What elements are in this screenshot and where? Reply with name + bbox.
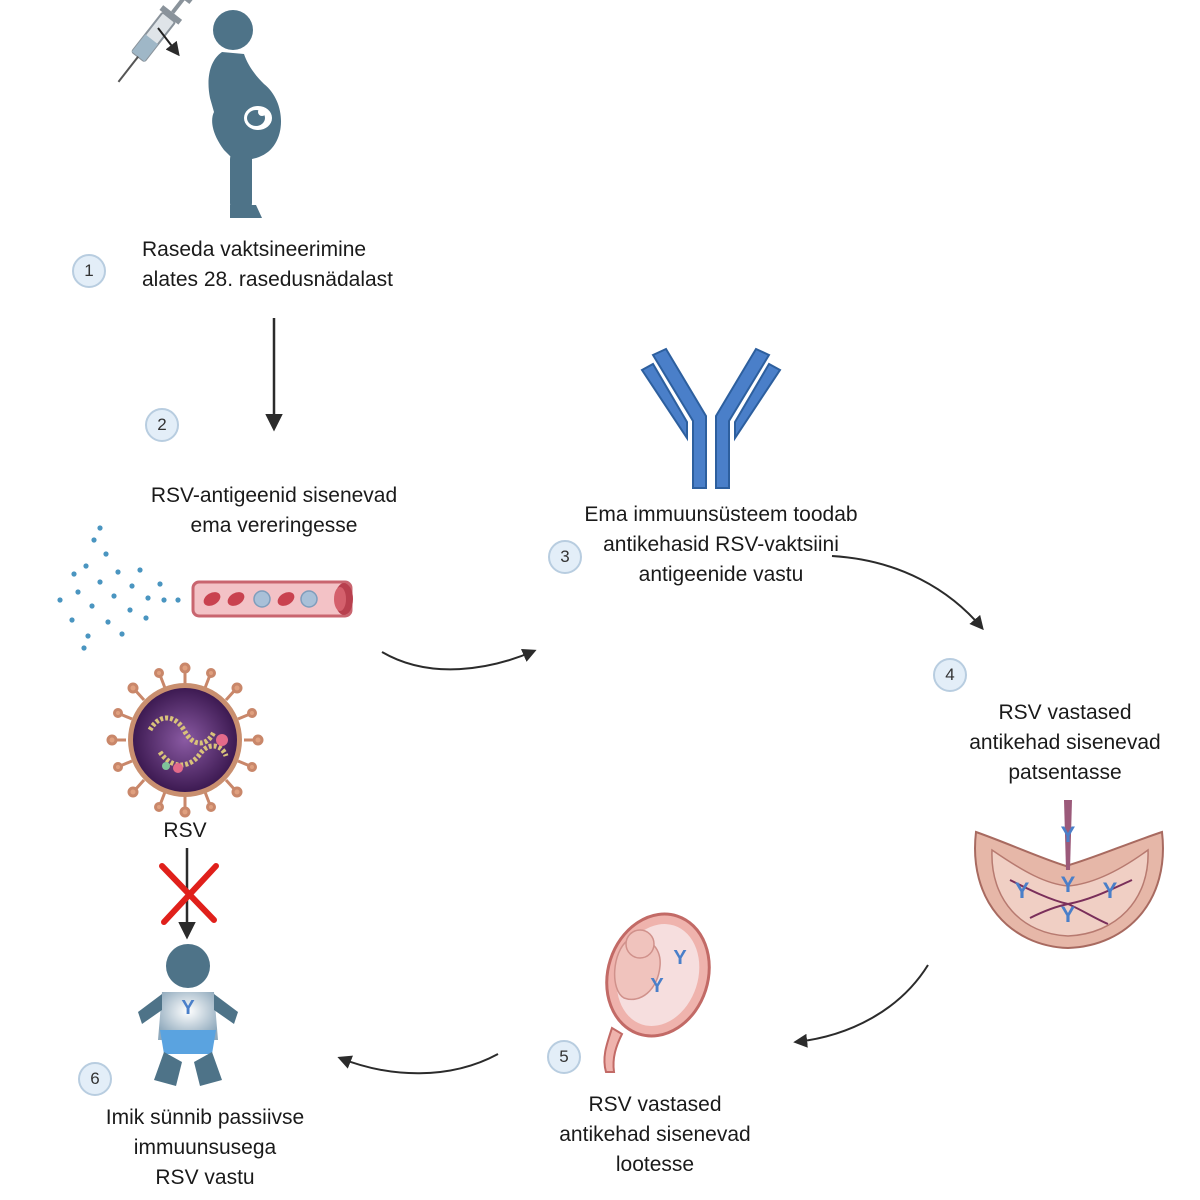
step-1-line-2: alates 28. rasedusnädalast [142, 268, 394, 291]
blood-vessel-icon [191, 580, 353, 618]
step-5-label: RSV vastased antikehad sisenevad lootess… [540, 1090, 770, 1180]
arrow-step2-to-step3 [381, 649, 537, 671]
step-1-line-1: Raseda vaktsineerimine [142, 238, 367, 261]
step-2-marker: 2 [145, 408, 179, 442]
step-4-label: RSV vastased antikehad sisenevad patsent… [950, 698, 1180, 788]
step-4-line-2: antikehad sisenevad [969, 731, 1161, 754]
uterus-fetus-icon: Y Y [603, 912, 711, 1073]
step-6-line-1: Imik sünnib passiivse [105, 1106, 305, 1129]
virus-label: RSV [163, 819, 207, 842]
step-2-label: RSV-antigeenid sisenevad ema vereringess… [128, 481, 420, 541]
step-5-line-2: antikehad sisenevad [559, 1123, 751, 1146]
step-5-marker: 5 [547, 1040, 581, 1074]
svg-text:Y: Y [181, 997, 195, 1019]
antibody-icon [640, 347, 782, 489]
step-5-line-3: lootesse [615, 1153, 695, 1176]
syringe-icon [117, 0, 193, 83]
arrow-step5-to-step6 [337, 1053, 499, 1075]
step-6-line-2: immuunsusega [133, 1136, 277, 1159]
step-6-label: Imik sünnib passiivse immuunsusega RSV v… [75, 1103, 335, 1193]
svg-text:Y: Y [1061, 902, 1076, 927]
arrow-step3-to-step4 [831, 555, 984, 631]
arrow-step4-to-step5 [793, 964, 929, 1048]
rsv-virus-icon [106, 662, 264, 818]
step-3-line-3: antigeenide vastu [638, 563, 804, 586]
svg-text:Y: Y [673, 947, 687, 969]
step-4-line-3: patsentasse [1008, 761, 1122, 784]
step-6-line-3: RSV vastu [155, 1166, 255, 1189]
pregnant-woman-icon [208, 10, 282, 218]
svg-text:Y: Y [1015, 878, 1030, 903]
step-1-label: Raseda vaktsineerimine alates 28. rasedu… [142, 235, 393, 295]
step-6-marker: 6 [78, 1062, 112, 1096]
step-4-marker: 4 [933, 658, 967, 692]
step-4-line-1: RSV vastased [998, 701, 1132, 724]
infant-icon: Y [138, 944, 238, 1086]
placenta-icon: Y Y Y Y Y [974, 800, 1164, 950]
step-3-line-2: antikehasid RSV-vaktsiini [603, 533, 839, 556]
step-3-marker: 3 [548, 540, 582, 574]
svg-text:Y: Y [1061, 872, 1076, 897]
step-2-line-2: ema vereringesse [190, 514, 358, 537]
step-1-marker: 1 [72, 254, 106, 288]
step-5-line-1: RSV vastased [588, 1093, 722, 1116]
step-3-label: Ema immuunsüsteem toodab antikehasid RSV… [560, 500, 882, 590]
step-2-line-1: RSV-antigeenid sisenevad [150, 484, 398, 507]
svg-text:Y: Y [1103, 878, 1118, 903]
antigen-spray-icon [57, 525, 181, 651]
svg-text:Y: Y [650, 975, 664, 997]
blocked-cross-icon [159, 863, 219, 925]
step-3-line-1: Ema immuunsüsteem toodab [584, 503, 858, 526]
svg-text:Y: Y [1061, 822, 1076, 847]
